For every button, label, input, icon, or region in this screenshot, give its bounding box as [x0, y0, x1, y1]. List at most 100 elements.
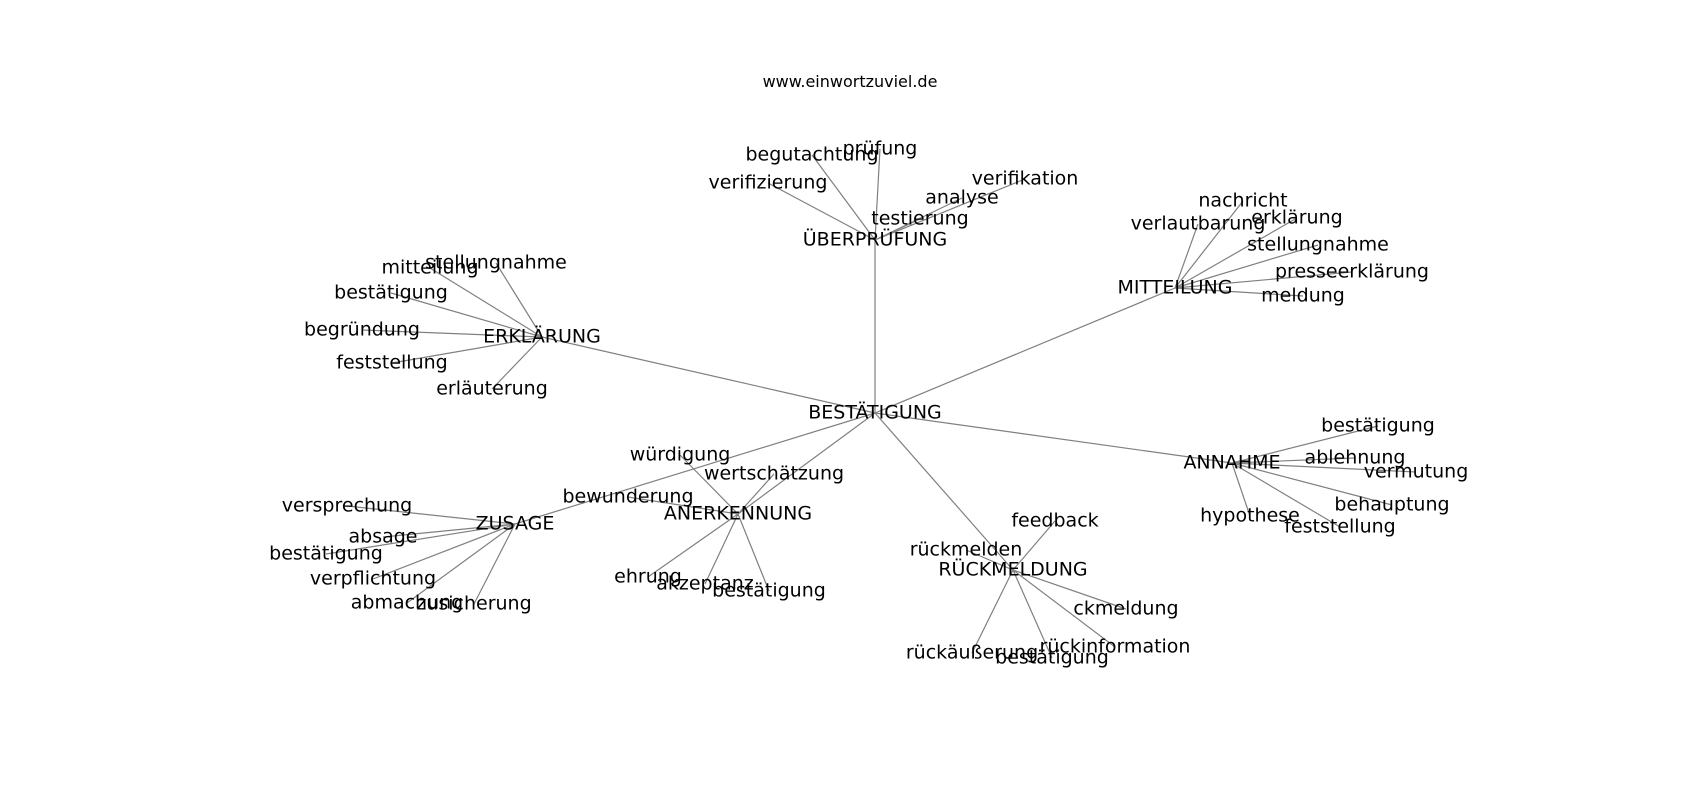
leaf-node-label: feedback — [1011, 510, 1098, 532]
edge-root-to-hub — [514, 412, 876, 525]
edge-hub-to-leaf — [1174, 200, 1244, 289]
edge-hub-to-leaf — [874, 148, 881, 241]
hub-node-label: ZUSAGE — [476, 513, 555, 535]
edge-hub-to-leaf — [391, 336, 543, 364]
edge-hub-to-leaf — [495, 262, 543, 338]
edge-root-to-hub — [874, 412, 1014, 571]
hub-node-label: ANERKENNUNG — [664, 503, 812, 525]
leaf-node-label: begutachtung — [745, 144, 878, 166]
edge-hub-to-leaf — [382, 523, 516, 538]
edge-root-to-hub — [874, 412, 1233, 464]
edge-hub-to-leaf — [1231, 462, 1341, 528]
edge-hub-to-leaf — [1231, 457, 1356, 464]
root-node-label: BESTÄTIGUNG — [808, 401, 942, 424]
leaf-node-label: meldung — [1261, 285, 1345, 307]
leaf-node-label: mitteilung — [381, 257, 478, 279]
edge-hub-to-leaf — [1231, 462, 1393, 506]
leaf-node-label: zusicherung — [416, 593, 531, 615]
edge-hub-to-leaf — [346, 505, 516, 525]
leaf-node-label: begründung — [304, 319, 420, 341]
leaf-node-label: würdigung — [630, 444, 731, 466]
leaf-node-label: verlautbarung — [1131, 213, 1266, 235]
edge-hub-to-leaf — [361, 329, 543, 338]
leaf-node-label: vermutung — [1364, 461, 1469, 483]
edge-hub-to-leaf — [627, 496, 739, 515]
leaf-node-label: verpflichtung — [310, 568, 436, 590]
edge-hub-to-leaf — [874, 178, 1026, 241]
edge-hub-to-leaf — [767, 182, 876, 241]
edges-layer — [325, 148, 1417, 659]
hub-node-label: ANNAHME — [1183, 452, 1280, 474]
leaf-node-label: nachricht — [1198, 190, 1287, 212]
edge-hub-to-leaf — [1174, 244, 1319, 289]
edge-hub-to-leaf — [647, 513, 739, 578]
leaf-node-label: ablehnung — [1305, 447, 1406, 469]
edge-hub-to-leaf — [372, 523, 516, 580]
edge-hub-to-leaf — [1012, 569, 1116, 648]
edge-hub-to-leaf — [1174, 223, 1199, 289]
leaf-node-label: stellungnahme — [1247, 234, 1389, 256]
leaf-node-label: rückmelden — [910, 539, 1023, 561]
edge-hub-to-leaf — [679, 454, 739, 515]
edge-hub-to-leaf — [429, 267, 543, 338]
edge-root-to-hub — [541, 336, 876, 414]
edge-hub-to-leaf — [1012, 569, 1127, 610]
leaf-node-label: prüfung — [843, 138, 918, 160]
edge-hub-to-leaf — [874, 218, 921, 241]
leaf-node-label: erläuterung — [436, 378, 548, 400]
leaf-node-label: abmachung — [351, 592, 464, 614]
leaf-node-label: ckmeldung — [1073, 598, 1178, 620]
leaf-node-label: absage — [349, 526, 418, 548]
leaf-node-label: wertschätzung — [704, 463, 844, 485]
edge-hub-to-leaf — [737, 473, 775, 515]
edge-root-to-hub — [737, 412, 876, 515]
edge-hub-to-leaf — [965, 549, 1014, 571]
hub-node-label: RÜCKMELDUNG — [938, 558, 1087, 581]
edge-hub-to-leaf — [491, 336, 543, 390]
leaf-node-label: bestätigung — [1321, 415, 1435, 437]
edge-hub-to-leaf — [1174, 217, 1298, 289]
page-title: www.einwortzuviel.de — [762, 72, 938, 91]
leaf-node-label: bestätigung — [334, 282, 448, 304]
leaf-node-label: bestätigung — [269, 543, 383, 565]
labels-layer: BESTÄTIGUNG ÜBERPRÜFUNG begutachtungprüfun… — [269, 138, 1468, 669]
edge-hub-to-leaf — [1174, 271, 1353, 289]
leaf-node-label: rückinformation — [1040, 636, 1191, 658]
edge-hub-to-leaf — [1231, 462, 1251, 517]
leaf-node-label: ehrung — [614, 566, 682, 588]
hub-node-label: ÜBERPRÜFUNG — [803, 228, 948, 251]
leaf-node-label: presseerklärung — [1275, 261, 1429, 283]
leaf-node-label: bestätigung — [995, 647, 1109, 669]
leaf-node-label: feststellung — [1284, 516, 1395, 538]
leaf-node-label: stellungnahme — [425, 252, 567, 274]
hub-node-label: ERKLÄRUNG — [483, 325, 601, 348]
leaf-node-label: akzeptanz — [656, 573, 754, 595]
leaf-node-label: analyse — [925, 187, 998, 209]
edge-hub-to-leaf — [811, 154, 876, 241]
edge-hub-to-leaf — [473, 523, 516, 605]
edge-root-to-hub — [874, 287, 1176, 414]
edge-hub-to-leaf — [1012, 569, 1053, 659]
leaf-node-label: testierung — [871, 208, 968, 230]
edge-hub-to-leaf — [406, 523, 516, 604]
leaf-node-label: verifizierung — [709, 172, 828, 194]
edge-hub-to-leaf — [1012, 520, 1056, 571]
edge-hub-to-leaf — [737, 513, 770, 592]
edge-hub-to-leaf — [1231, 462, 1417, 473]
leaf-node-label: versprechung — [282, 495, 412, 517]
leaf-node-label: hypothese — [1200, 505, 1300, 527]
leaf-node-label: feststellung — [336, 352, 447, 374]
leaf-node-label: bestätigung — [712, 580, 826, 602]
edge-hub-to-leaf — [1231, 425, 1379, 464]
leaf-node-label: behauptung — [1334, 494, 1449, 516]
leaf-node-label: erklärung — [1251, 207, 1342, 229]
edge-hub-to-leaf — [971, 569, 1014, 654]
edge-hub-to-leaf — [1174, 287, 1304, 297]
edge-hub-to-leaf — [390, 292, 543, 338]
leaf-node-label: bewunderung — [562, 486, 693, 508]
leaf-node-label: rückäußerung — [906, 642, 1038, 664]
edge-hub-to-leaf — [325, 523, 516, 555]
hub-node-label: MITTEILUNG — [1118, 277, 1233, 299]
edge-hub-to-leaf — [704, 513, 739, 585]
